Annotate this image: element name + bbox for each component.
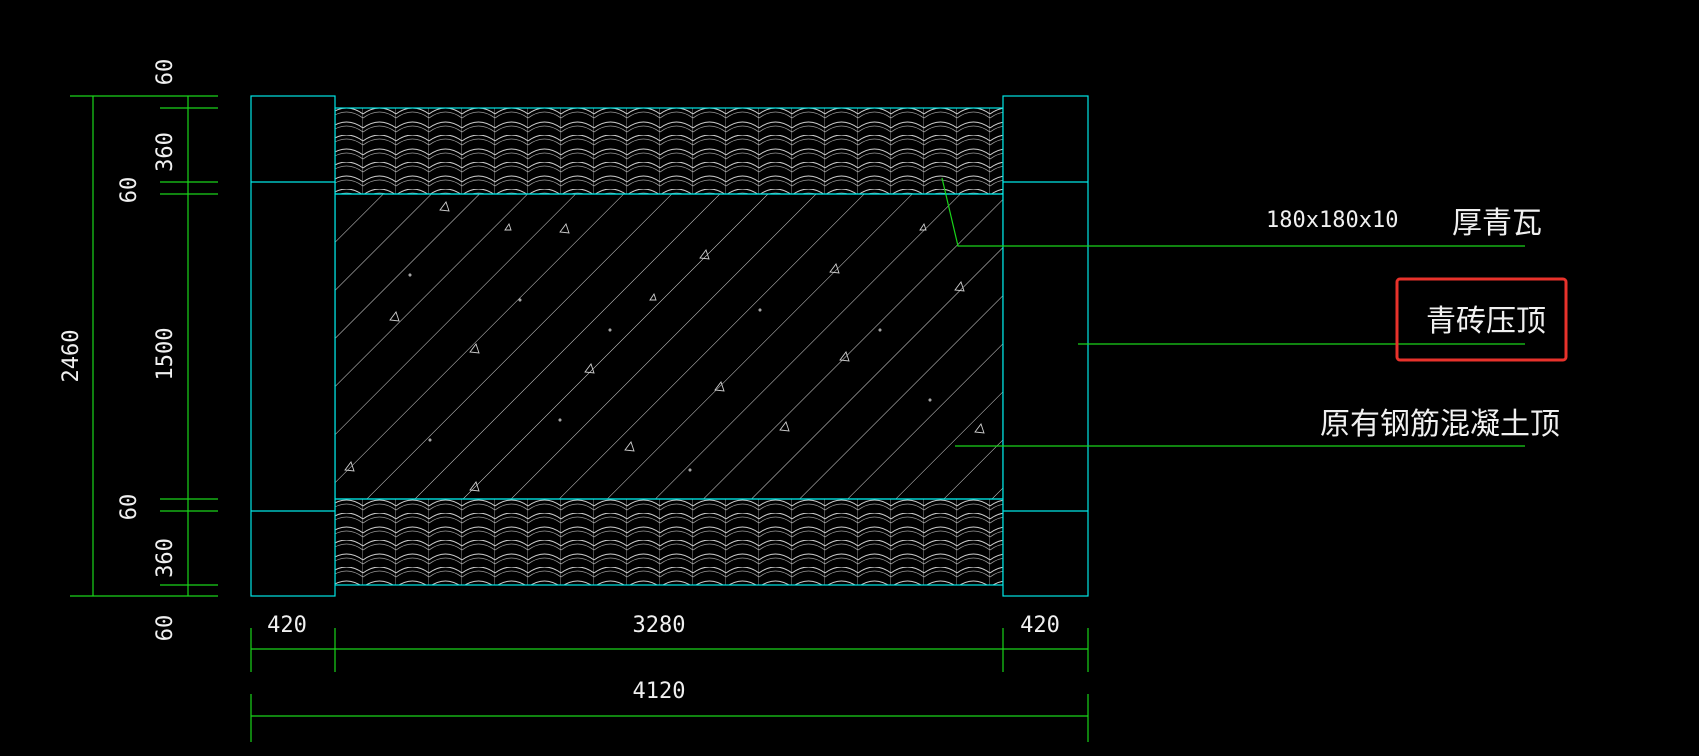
dim-bottom-tile: 360 bbox=[153, 538, 178, 578]
dim-middle: 1500 bbox=[153, 328, 178, 381]
highlight-box bbox=[1395, 277, 1568, 362]
wall-elevation bbox=[250, 95, 1089, 597]
label-brick-coping: 青砖压顶 bbox=[1426, 304, 1546, 339]
dim-left-pillar: 420 bbox=[267, 613, 307, 638]
top-tile-band bbox=[334, 107, 1004, 195]
dim-top-cap: 60 bbox=[153, 59, 178, 86]
vertical-dimension-labels: 2460 60 360 60 1500 60 360 60 bbox=[59, 59, 178, 642]
left-pillar bbox=[250, 95, 336, 597]
leader-thick-tile bbox=[941, 177, 1525, 247]
label-tile-size: 180x180x10 bbox=[1266, 208, 1398, 233]
dim-overall-width: 4120 bbox=[633, 679, 686, 704]
dim-overall-height: 2460 bbox=[59, 330, 84, 383]
concrete-hatch-area bbox=[334, 193, 1004, 500]
leader-lines bbox=[941, 177, 1525, 447]
dim-upper-gap: 60 bbox=[117, 177, 142, 204]
horizontal-dimension-labels: 420 3280 420 4120 bbox=[267, 613, 1060, 704]
dim-top-tile: 360 bbox=[153, 132, 178, 172]
label-thick-tile: 厚青瓦 bbox=[1452, 206, 1542, 241]
bottom-tile-band bbox=[334, 498, 1004, 586]
label-concrete-top: 原有钢筋混凝土顶 bbox=[1320, 407, 1560, 442]
horizontal-dimensions bbox=[250, 628, 1089, 742]
vertical-dimensions bbox=[70, 95, 218, 597]
dim-right-pillar: 420 bbox=[1020, 613, 1060, 638]
dim-center-span: 3280 bbox=[633, 613, 686, 638]
right-pillar bbox=[1002, 95, 1089, 597]
dim-lower-gap: 60 bbox=[117, 494, 142, 521]
concrete-aggregate bbox=[344, 201, 985, 492]
dim-bottom-cap: 60 bbox=[153, 615, 178, 642]
